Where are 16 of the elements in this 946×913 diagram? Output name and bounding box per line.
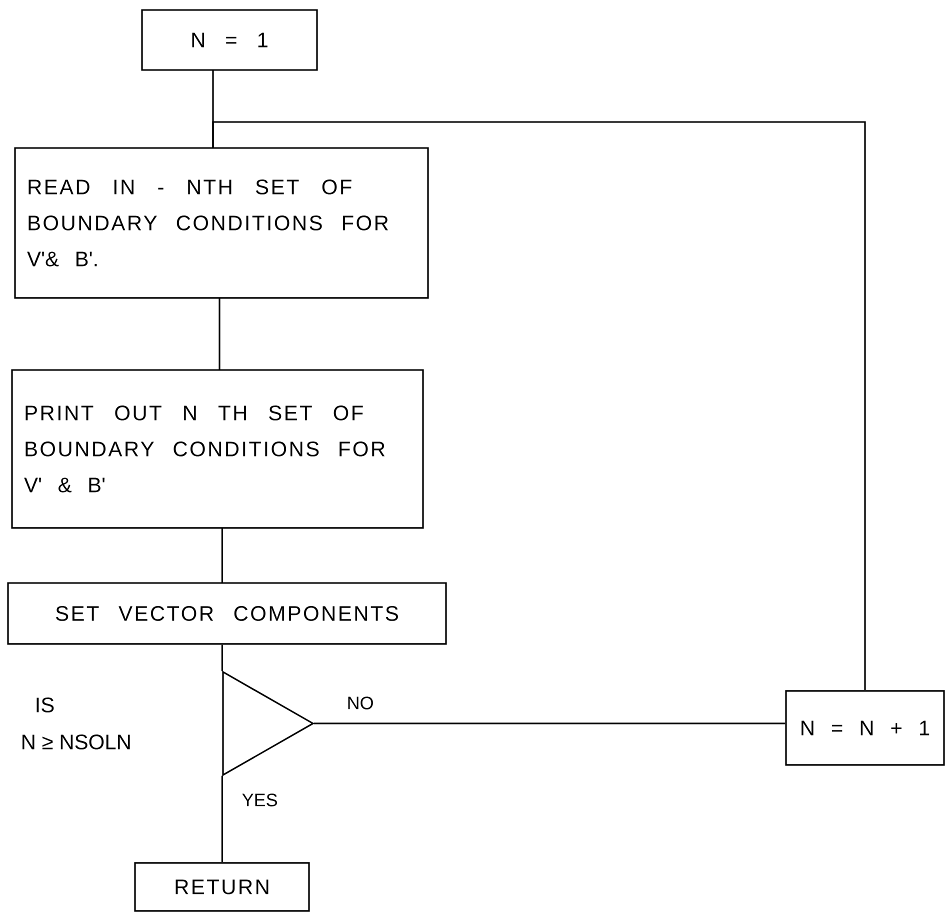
- connector-line: [221, 644, 223, 672]
- process-box: PRINT OUT N TH SET OF BOUNDARY CONDITIONS FOR V' & B': [11, 369, 424, 529]
- process-box: RETURN: [134, 862, 310, 912]
- edge-label: YES: [240, 792, 279, 808]
- process-box: N = N + 1: [785, 690, 945, 766]
- process-box: READ IN - NTH SET OF BOUNDARY CONDITIONS FOR V'& B'.: [14, 147, 429, 299]
- condition-text: N ≥ NSOLN: [22, 734, 130, 750]
- connector-line: [314, 722, 786, 724]
- connector-line: [221, 528, 223, 583]
- edge-label: NO: [346, 696, 375, 710]
- process-box: N = 1: [141, 9, 318, 71]
- connector-line: [221, 776, 223, 862]
- process-box: SET VECTOR COMPONENTS: [7, 582, 447, 645]
- condition-text: IS: [36, 698, 54, 712]
- connector-line: [218, 298, 220, 370]
- connector-line: [212, 121, 866, 690]
